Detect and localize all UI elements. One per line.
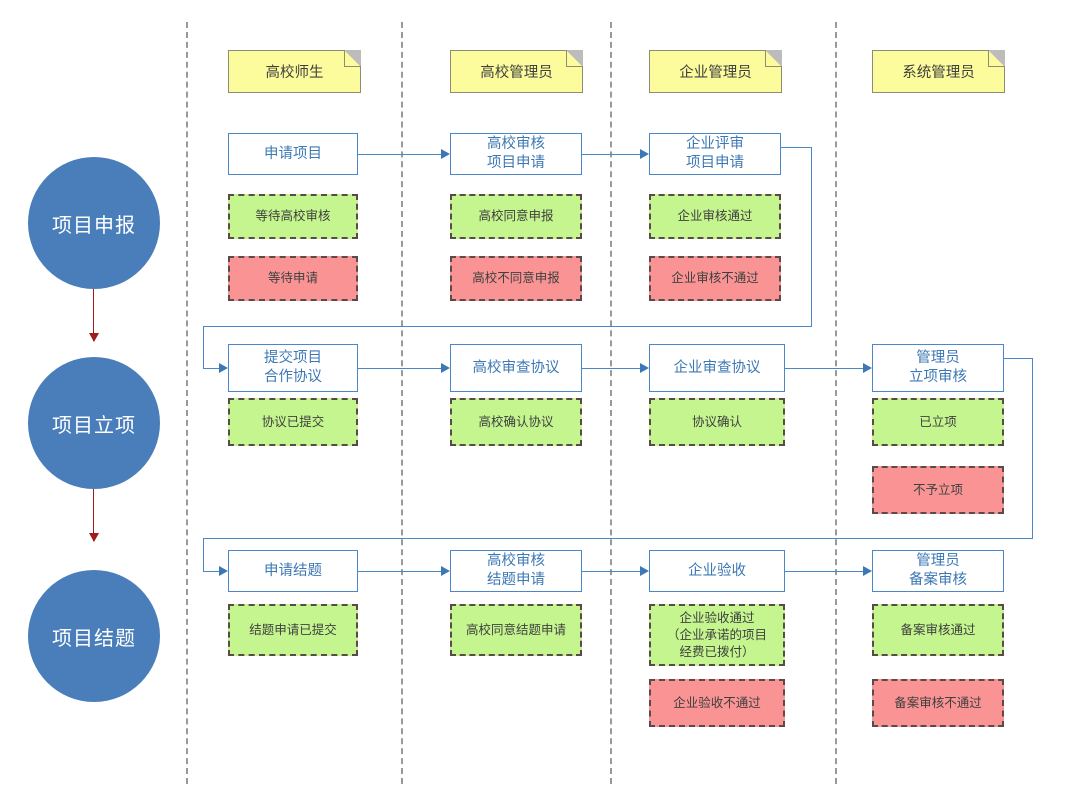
- process-university-review-application[interactable]: 高校审核 项目申请: [450, 133, 582, 175]
- phase-label: 项目结题: [52, 627, 136, 650]
- connector-r2-s2-s3: [582, 368, 641, 369]
- note-fold-icon: [765, 50, 782, 67]
- lane-label: 高校管理员: [480, 65, 553, 81]
- connector-r2-s3-s4: [785, 368, 864, 369]
- status-university-agree: 高校同意申报: [450, 194, 582, 239]
- status-enterprise-acceptance-pass: 企业验收通过 （企业承诺的项目 经费已拨付）: [649, 604, 785, 666]
- status-university-confirm-agreement: 高校确认协议: [450, 398, 582, 446]
- connector-r1-exit-h: [781, 147, 812, 148]
- status-university-disagree: 高校不同意申报: [450, 256, 582, 301]
- lane-label: 高校师生: [265, 65, 324, 81]
- process-submit-cooperation-agreement[interactable]: 提交项目 合作协议: [228, 344, 358, 392]
- connector-r2-exit-v: [1032, 358, 1033, 538]
- connector-r1-exit-v: [811, 147, 812, 326]
- status-record-review-fail: 备案审核不通过: [872, 679, 1004, 727]
- status-enterprise-review-pass: 企业审核通过: [649, 194, 781, 239]
- process-enterprise-review-application[interactable]: 企业评审 项目申请: [649, 133, 781, 175]
- status-approved: 已立项: [872, 398, 1004, 446]
- arrowhead-r2-s4: [863, 363, 872, 373]
- phase-circle-declaration: 项目申报: [28, 157, 160, 289]
- arrowhead-r3-s1: [219, 566, 228, 576]
- note-fold-icon: [988, 50, 1005, 67]
- status-agreement-submitted: 协议已提交: [228, 398, 358, 446]
- connector-r2-exit-h: [1004, 358, 1033, 359]
- arrowhead-r3-s2: [441, 566, 450, 576]
- arrowhead-r1-s3: [640, 149, 649, 159]
- status-enterprise-review-fail: 企业审核不通过: [649, 256, 781, 301]
- process-apply-closure[interactable]: 申请结题: [228, 550, 358, 592]
- process-university-check-agreement[interactable]: 高校审查协议: [450, 344, 582, 392]
- lane-header-system-admin: 系统管理员: [872, 50, 1005, 93]
- status-wait-application: 等待申请: [228, 256, 358, 301]
- note-fold-edge-icon: [988, 50, 1005, 67]
- connector-r3-s2-s3: [582, 571, 641, 572]
- lane-header-students: 高校师生: [228, 50, 361, 93]
- arrowhead-r2-s2: [441, 363, 450, 373]
- arrowhead-r3-s3: [640, 566, 649, 576]
- connector-r2-to-r3-v: [203, 538, 204, 572]
- note-fold-icon: [344, 50, 361, 67]
- process-enterprise-acceptance[interactable]: 企业验收: [649, 550, 785, 592]
- arrowhead-r3-s4: [863, 566, 872, 576]
- connector-r3-s3-s4: [785, 571, 864, 572]
- status-university-agree-closure: 高校同意结题申请: [450, 604, 582, 656]
- status-closure-application-submitted: 结题申请已提交: [228, 604, 358, 656]
- phase-circle-approval: 项目立项: [28, 357, 160, 489]
- status-record-review-pass: 备案审核通过: [872, 604, 1004, 656]
- lane-divider-3: [610, 22, 612, 784]
- connector-r1-to-r2-h: [203, 326, 812, 327]
- phase-circle-closure: 项目结题: [28, 570, 160, 702]
- connector-r2-s1-s2: [358, 368, 442, 369]
- lane-label: 系统管理员: [902, 65, 975, 81]
- status-enterprise-acceptance-fail: 企业验收不通过: [649, 679, 785, 727]
- connector-r2-to-r3-h: [203, 538, 1033, 539]
- lane-header-university-admin: 高校管理员: [450, 50, 583, 93]
- phase-label: 项目申报: [52, 214, 136, 237]
- process-enterprise-check-agreement[interactable]: 企业审查协议: [649, 344, 785, 392]
- arrowhead-r2-s1: [219, 363, 228, 373]
- arrowhead-r1-s2: [441, 149, 450, 159]
- phase-arrow-2: [89, 489, 99, 542]
- note-fold-edge-icon: [566, 50, 583, 67]
- status-not-approved: 不予立项: [872, 466, 1004, 514]
- connector-r2-entry-h: [203, 368, 220, 369]
- lane-label: 企业管理员: [679, 65, 752, 81]
- process-admin-record-review[interactable]: 管理员 备案审核: [872, 550, 1004, 592]
- connector-r3-s1-s2: [358, 571, 442, 572]
- status-wait-university-review: 等待高校审核: [228, 194, 358, 239]
- status-agreement-confirmed: 协议确认: [649, 398, 785, 446]
- phase-arrow-1: [89, 289, 99, 342]
- process-apply-project[interactable]: 申请项目: [228, 133, 358, 175]
- lane-divider-2: [401, 22, 403, 784]
- lane-divider-4: [835, 22, 837, 784]
- process-admin-approval-review[interactable]: 管理员 立项审核: [872, 344, 1004, 392]
- connector-r1-s1-s2: [358, 154, 442, 155]
- lane-header-enterprise-admin: 企业管理员: [649, 50, 782, 93]
- connector-r3-entry-h: [203, 571, 220, 572]
- connector-r1-to-r2-v: [203, 326, 204, 368]
- lane-divider-1: [186, 22, 188, 784]
- note-fold-edge-icon: [344, 50, 361, 67]
- process-university-review-closure[interactable]: 高校审核 结题申请: [450, 550, 582, 592]
- note-fold-icon: [566, 50, 583, 67]
- arrowhead-r2-s3: [640, 363, 649, 373]
- note-fold-edge-icon: [765, 50, 782, 67]
- connector-r1-s2-s3: [582, 154, 641, 155]
- phase-label: 项目立项: [52, 414, 136, 437]
